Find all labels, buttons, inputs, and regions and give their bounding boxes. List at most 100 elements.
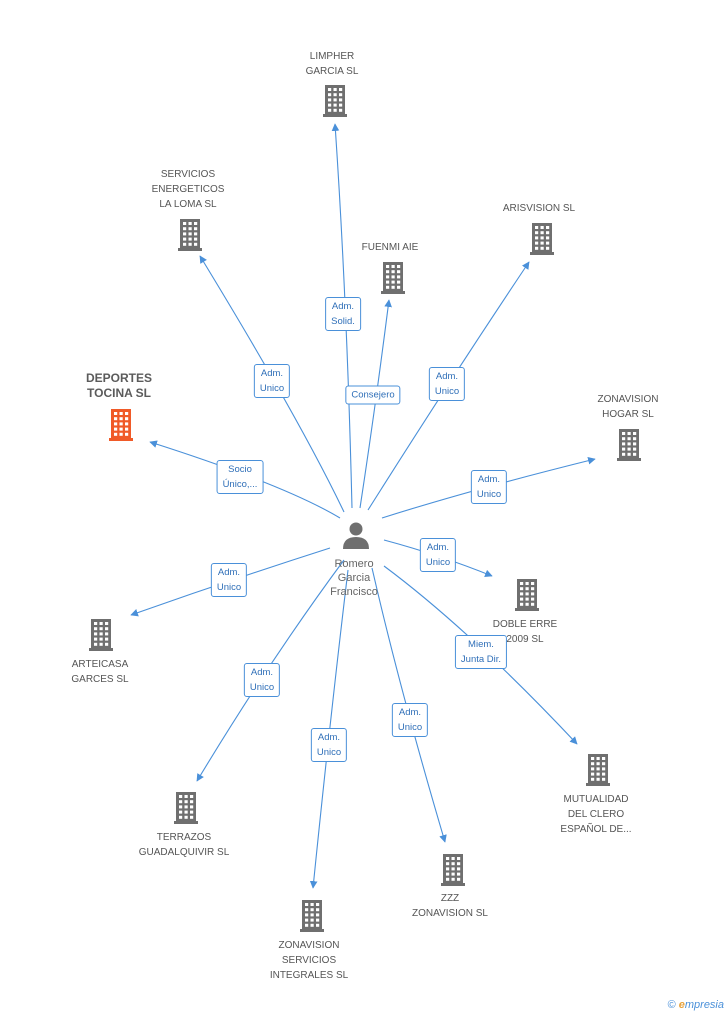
company-label-doble-erre[interactable]: DOBLE ERRE 2009 SL bbox=[493, 617, 557, 647]
company-label-arteicasa[interactable]: ARTEICASA GARCES SL bbox=[71, 657, 128, 687]
brand-logo-initial: e bbox=[678, 999, 685, 1011]
company-label-servicios-energeticos[interactable]: SERVICIOS ENERGETICOS LA LOMA SL bbox=[152, 167, 225, 212]
relation-label-servicios-energeticos[interactable]: Adm. Unico bbox=[253, 364, 291, 398]
company-name-line: ZZZ bbox=[440, 893, 460, 904]
company-name-line: LIMPHER bbox=[309, 51, 355, 62]
relation-label-fuenmi[interactable]: Consejero bbox=[345, 385, 401, 405]
relation-text-line: Unico bbox=[216, 582, 242, 593]
company-name-line: ZONAVISION bbox=[278, 940, 340, 951]
company-name-line: GARCIA SL bbox=[305, 66, 359, 77]
relation-label-terrazos[interactable]: Adm. Unico bbox=[243, 663, 281, 697]
relation-text-line: Adm. bbox=[398, 707, 422, 718]
relation-text-line: Adm. bbox=[477, 474, 501, 485]
building-icon-deportes-tocina[interactable] bbox=[109, 409, 133, 441]
person-icon[interactable] bbox=[343, 522, 369, 550]
relation-text-line: Adm. bbox=[426, 542, 450, 553]
company-name-line: MUTUALIDAD bbox=[563, 794, 629, 805]
company-name-line: TERRAZOS bbox=[156, 832, 212, 843]
relation-text-line: Unico bbox=[476, 489, 502, 500]
company-name-line: ESPAÑOL DE... bbox=[560, 824, 632, 835]
relation-text-line: Unico bbox=[259, 383, 285, 394]
company-name-line: LA LOMA SL bbox=[159, 199, 217, 210]
relation-label-arteicasa[interactable]: Adm. Unico bbox=[210, 563, 248, 597]
relation-text-line: Único,... bbox=[222, 479, 258, 490]
company-name-line: ZONAVISION SL bbox=[412, 908, 488, 919]
edge-servicios-energeticos bbox=[199, 255, 345, 513]
building-icon-servicios-energeticos[interactable] bbox=[178, 219, 202, 251]
company-name-line: GARCES SL bbox=[71, 674, 129, 685]
company-label-terrazos[interactable]: TERRAZOS GUADALQUIVIR SL bbox=[139, 830, 230, 860]
company-name-line: INTEGRALES SL bbox=[269, 970, 349, 981]
company-name-line: FUENMI AIE bbox=[361, 242, 419, 253]
company-name-line: GUADALQUIVIR SL bbox=[138, 847, 230, 858]
copyright-symbol: © bbox=[667, 999, 676, 1011]
relation-text-line: Adm. bbox=[317, 732, 341, 743]
relation-label-arisvision[interactable]: Adm. Unico bbox=[428, 367, 466, 401]
relation-text-line: Unico bbox=[397, 722, 423, 733]
company-name-line: 2009 SL bbox=[506, 634, 544, 645]
relation-text-line: Adm. bbox=[217, 567, 241, 578]
relation-text-line: Adm. bbox=[260, 368, 284, 379]
relation-text-line: Unico bbox=[249, 682, 275, 693]
building-icon-arisvision[interactable] bbox=[530, 223, 554, 255]
relation-text-line: Junta Dir. bbox=[460, 654, 502, 665]
company-name-line: DEPORTES bbox=[85, 371, 153, 385]
relation-label-zonavision-hogar[interactable]: Adm. Unico bbox=[470, 470, 508, 504]
company-name-line: DOBLE ERRE bbox=[492, 619, 558, 630]
building-icon-doble-erre[interactable] bbox=[515, 579, 539, 611]
relation-label-limpher[interactable]: Adm. Solid. bbox=[325, 297, 361, 331]
company-label-limpher[interactable]: LIMPHER GARCIA SL bbox=[306, 49, 359, 79]
company-name-line: TOCINA SL bbox=[86, 386, 152, 400]
edge-fuenmi bbox=[359, 299, 392, 509]
company-label-fuenmi[interactable]: FUENMI AIE bbox=[362, 240, 419, 255]
person-name-line: Garcia bbox=[337, 572, 371, 584]
company-label-zonavision-servicios[interactable]: ZONAVISION SERVICIOS INTEGRALES SL bbox=[270, 938, 348, 983]
edge-deportes-tocina bbox=[149, 440, 341, 519]
person-name-line: Francisco bbox=[330, 586, 378, 598]
building-icon-mutualidad[interactable] bbox=[586, 754, 610, 786]
company-name-line: HOGAR SL bbox=[602, 409, 654, 420]
building-icon-terrazos[interactable] bbox=[174, 792, 198, 824]
company-name-line: ARISVISION SL bbox=[502, 203, 576, 214]
company-name-line: ARTEICASA bbox=[71, 659, 129, 670]
relation-label-zzz-zonavision[interactable]: Adm. Unico bbox=[391, 703, 429, 737]
building-icon-zzz-zonavision[interactable] bbox=[441, 854, 465, 886]
building-icon-arteicasa[interactable] bbox=[89, 619, 113, 651]
relation-text-line: Unico bbox=[316, 747, 342, 758]
edge-zonavision-servicios bbox=[309, 569, 349, 889]
relation-text-line: Consejero bbox=[351, 389, 395, 401]
relation-text-line: Unico bbox=[434, 386, 460, 397]
company-name-line: DEL CLERO bbox=[567, 809, 625, 820]
relation-text-line: Unico bbox=[425, 557, 451, 568]
relation-label-zonavision-servicios[interactable]: Adm. Unico bbox=[310, 728, 348, 762]
relation-label-doble-erre[interactable]: Adm. Unico bbox=[419, 538, 457, 572]
copyright-footer: © empresia bbox=[668, 999, 724, 1011]
brand-logo-name: mpresia bbox=[684, 999, 724, 1011]
company-label-mutualidad[interactable]: MUTUALIDAD DEL CLERO ESPAÑOL DE... bbox=[560, 792, 631, 837]
company-label-zonavision-hogar[interactable]: ZONAVISION HOGAR SL bbox=[598, 392, 659, 422]
person-name-line: Romero bbox=[334, 558, 374, 570]
company-name-line: SERVICIOS bbox=[160, 169, 216, 180]
relation-text-line: Solid. bbox=[331, 316, 355, 327]
relation-text-line: Adm. bbox=[331, 301, 355, 312]
company-label-arisvision[interactable]: ARISVISION SL bbox=[503, 201, 575, 216]
company-name-line: SERVICIOS bbox=[281, 955, 337, 966]
building-icon-zonavision-hogar[interactable] bbox=[617, 429, 641, 461]
relation-label-mutualidad[interactable]: Miem. Junta Dir. bbox=[454, 635, 508, 669]
company-name-line: ENERGETICOS bbox=[151, 184, 225, 195]
building-icon-zonavision-servicios[interactable] bbox=[300, 900, 324, 932]
relation-text-line: Miem. bbox=[468, 639, 494, 650]
building-icon-limpher[interactable] bbox=[323, 85, 347, 117]
relation-text-line: Adm. bbox=[435, 371, 459, 382]
edge-zzz-zonavision bbox=[371, 567, 447, 843]
relation-text-line: Adm. bbox=[250, 667, 274, 678]
building-icon-fuenmi[interactable] bbox=[381, 262, 405, 294]
relation-text-line: Socio bbox=[228, 464, 252, 475]
company-name-line: ZONAVISION bbox=[597, 394, 659, 405]
company-label-zzz-zonavision[interactable]: ZZZ ZONAVISION SL bbox=[412, 891, 488, 921]
